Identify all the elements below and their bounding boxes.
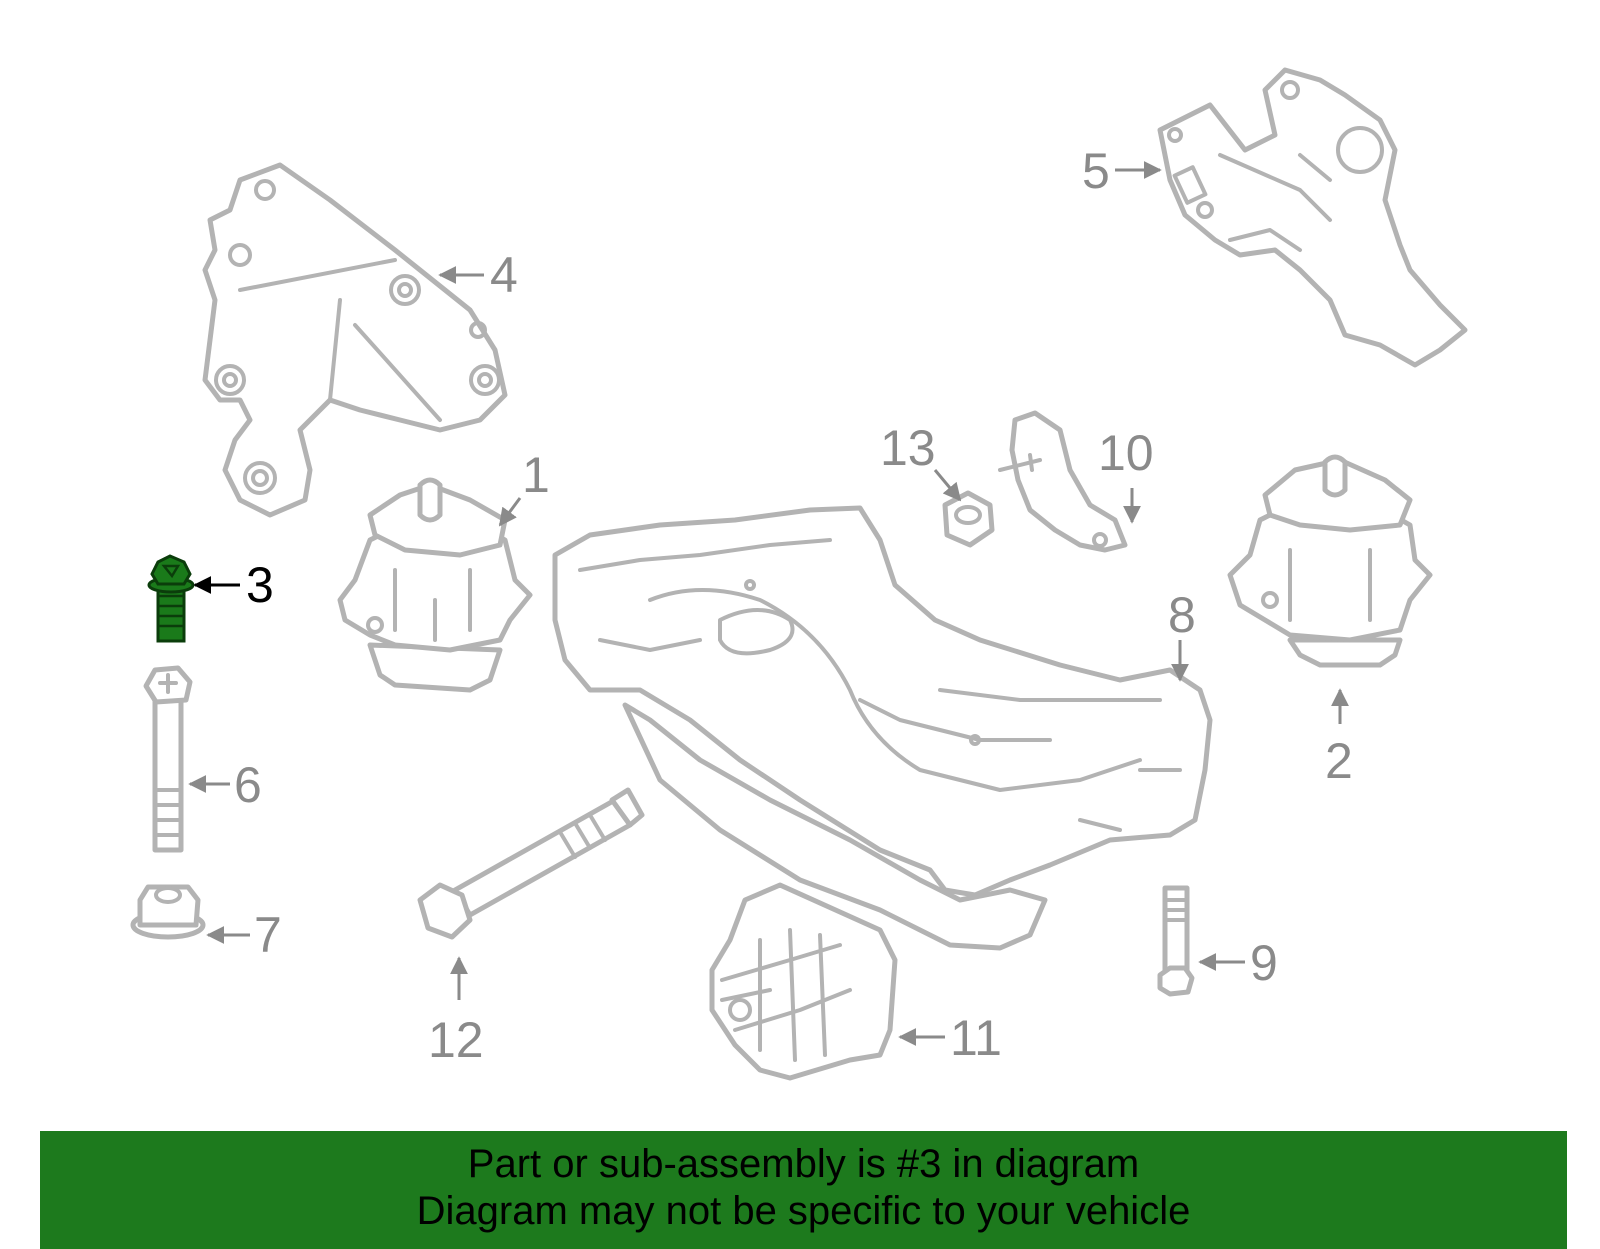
banner-line-part: Part or sub-assembly is #3 in diagram: [467, 1142, 1140, 1186]
callout-11: 11: [950, 1010, 1002, 1066]
callout-8: 8: [1168, 587, 1196, 643]
callout-1: 1: [522, 447, 550, 503]
callout-2: 2: [1325, 733, 1353, 789]
callout-7: 7: [254, 907, 282, 963]
callout-12: 12: [428, 1012, 484, 1068]
part-10-bracket[interactable]: [998, 410, 1128, 553]
part-7-flange-nut[interactable]: [130, 884, 206, 940]
part-11-transmission-mount[interactable]: [709, 882, 898, 1081]
callout-3: 3: [246, 557, 274, 613]
part-4-engine-bracket[interactable]: [202, 162, 508, 518]
info-banner: Part or sub-assembly is #3 in diagram Di…: [40, 1131, 1567, 1249]
part-13-nut[interactable]: [942, 490, 995, 548]
part-9-bolt[interactable]: [1157, 885, 1195, 997]
callout-10: 10: [1098, 425, 1154, 481]
callout-6: 6: [234, 757, 262, 813]
part-12-long-bolt[interactable]: [417, 787, 645, 940]
part-3-highlighted-bolt[interactable]: [147, 554, 195, 643]
part-1-engine-mount[interactable]: [337, 477, 533, 693]
part-5-bracket[interactable]: [1157, 67, 1468, 368]
part-6-bolt[interactable]: [143, 665, 193, 853]
callout-13: 13: [880, 420, 936, 476]
leader-lines: [188, 161, 1349, 1046]
callout-4: 4: [490, 247, 518, 303]
banner-line-disclaimer: Diagram may not be specific to your vehi…: [416, 1189, 1191, 1233]
leader-1: [498, 497, 522, 527]
leader-13: [933, 469, 962, 502]
part-2-engine-mount[interactable]: [1227, 454, 1433, 668]
callout-labels: 1 2 3 4 5 6 7 8 9 10 11 12 13: [234, 143, 1353, 1068]
callout-5: 5: [1082, 143, 1110, 199]
callout-9: 9: [1250, 935, 1278, 991]
part-8-crossmember[interactable]: [552, 505, 1213, 951]
